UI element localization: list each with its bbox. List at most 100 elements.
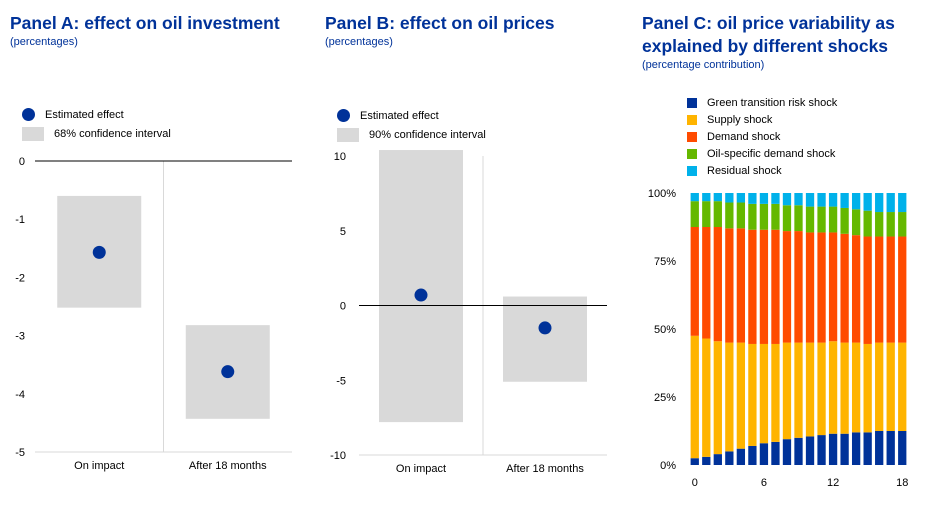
confidence-interval-box — [379, 150, 463, 423]
bar-segment — [805, 436, 815, 465]
x-tick-label: 6 — [761, 477, 767, 489]
bar-segment — [840, 207, 849, 234]
bar-segment — [817, 232, 826, 343]
bar-segment — [863, 343, 872, 433]
y-tick-label: -3 — [15, 331, 25, 343]
bar-segment — [898, 212, 907, 237]
bar-segment — [690, 458, 699, 465]
bar-segment — [771, 343, 780, 442]
legend-label: Estimated effect — [45, 108, 124, 121]
bar-segment — [898, 193, 907, 213]
y-tick-label: 5 — [340, 226, 346, 238]
bar-segment — [690, 227, 699, 336]
x-tick-label: 18 — [896, 477, 908, 489]
x-tick-label: On impact — [74, 460, 124, 472]
bar-segment — [828, 341, 838, 434]
bar-segment — [782, 193, 792, 206]
bar-segment — [713, 227, 722, 342]
bar-segment — [748, 445, 757, 465]
legend-item-estimate: Estimated effect — [22, 105, 171, 124]
bar-segment — [817, 342, 826, 436]
legend-item-interval: 68% confidence interval — [22, 124, 171, 143]
bar-segment — [875, 342, 884, 431]
x-tick-label: After 18 months — [506, 463, 584, 475]
legend-label: Oil-specific demand shock — [707, 147, 836, 160]
bar-segment — [794, 342, 803, 438]
bar-segment — [748, 343, 757, 446]
legend-item: Residual shock — [687, 162, 837, 179]
panel-a: Panel A: effect on oil investment (perce… — [10, 0, 310, 507]
bar-segment — [794, 193, 803, 206]
bar-segment — [863, 193, 872, 211]
confidence-interval-box — [503, 296, 587, 382]
legend-item-interval: 90% confidence interval — [337, 125, 486, 144]
y-tick-label: 75% — [654, 256, 676, 268]
bar-segment — [794, 231, 803, 343]
bar-segment — [886, 431, 895, 465]
bar-segment — [828, 206, 838, 233]
bar-segment — [828, 232, 838, 342]
legend-swatch-icon — [687, 148, 697, 159]
bar-segment — [702, 456, 711, 465]
estimate-point — [414, 288, 428, 302]
bar-segment — [794, 205, 803, 232]
x-tick-label: 0 — [692, 477, 698, 489]
bar-segment — [725, 451, 734, 465]
bar-segment — [886, 342, 895, 431]
legend-label: Green transition risk shock — [707, 96, 838, 109]
y-tick-label: -4 — [15, 389, 25, 401]
bar-segment — [805, 342, 815, 437]
legend-label: Estimated effect — [360, 109, 439, 122]
bar-segment — [817, 206, 826, 233]
bar-segment — [771, 193, 780, 204]
bar-segment — [863, 432, 872, 465]
panel-b: Panel B: effect on oil prices (percentag… — [325, 0, 625, 507]
bar-segment — [886, 236, 895, 343]
bar-segment — [736, 448, 746, 465]
bar-segment — [782, 231, 792, 343]
y-tick-label: 50% — [654, 324, 676, 336]
bar-segment — [794, 437, 803, 465]
panel-b-title: Panel B: effect on oil prices — [325, 13, 555, 33]
bar-segment — [748, 203, 757, 230]
bar-segment — [690, 193, 699, 202]
bar-segment — [736, 342, 746, 449]
bar-segment — [886, 212, 895, 237]
legend-label: 90% confidence interval — [369, 128, 486, 141]
bar-segment — [771, 203, 780, 230]
y-tick-label: -1 — [15, 214, 25, 226]
bar-segment — [702, 201, 711, 227]
bar-segment — [828, 193, 838, 207]
bar-segment — [702, 193, 711, 202]
estimate-point — [92, 245, 106, 259]
legend-item-estimate: Estimated effect — [337, 106, 486, 125]
panel-c-title-line2: explained by different shocks — [642, 36, 889, 56]
legend-item: Green transition risk shock — [687, 94, 837, 111]
panel-c: Panel C: oil price variability as explai… — [642, 0, 942, 507]
bar-segment — [875, 212, 884, 237]
bar-segment — [759, 343, 769, 444]
bar-segment — [759, 229, 769, 344]
bar-segment — [817, 193, 826, 207]
bar-segment — [713, 341, 722, 455]
legend-swatch-icon — [687, 131, 697, 142]
bar-segment — [725, 193, 734, 203]
bar-segment — [782, 342, 792, 440]
interval-swatch-icon — [22, 126, 44, 141]
bar-segment — [759, 193, 769, 204]
bar-segment — [713, 193, 722, 202]
legend-label: Supply shock — [707, 113, 773, 126]
y-tick-label: -10 — [330, 450, 346, 462]
bar-segment — [851, 193, 861, 210]
estimate-point — [538, 321, 552, 335]
bar-segment — [851, 235, 861, 343]
bar-segment — [725, 202, 734, 229]
y-tick-label: 0 — [340, 301, 346, 313]
bar-segment — [828, 433, 838, 465]
panel-b-legend: Estimated effect 90% confidence interval — [337, 106, 486, 144]
bar-segment — [771, 229, 780, 344]
bar-segment — [817, 435, 826, 465]
